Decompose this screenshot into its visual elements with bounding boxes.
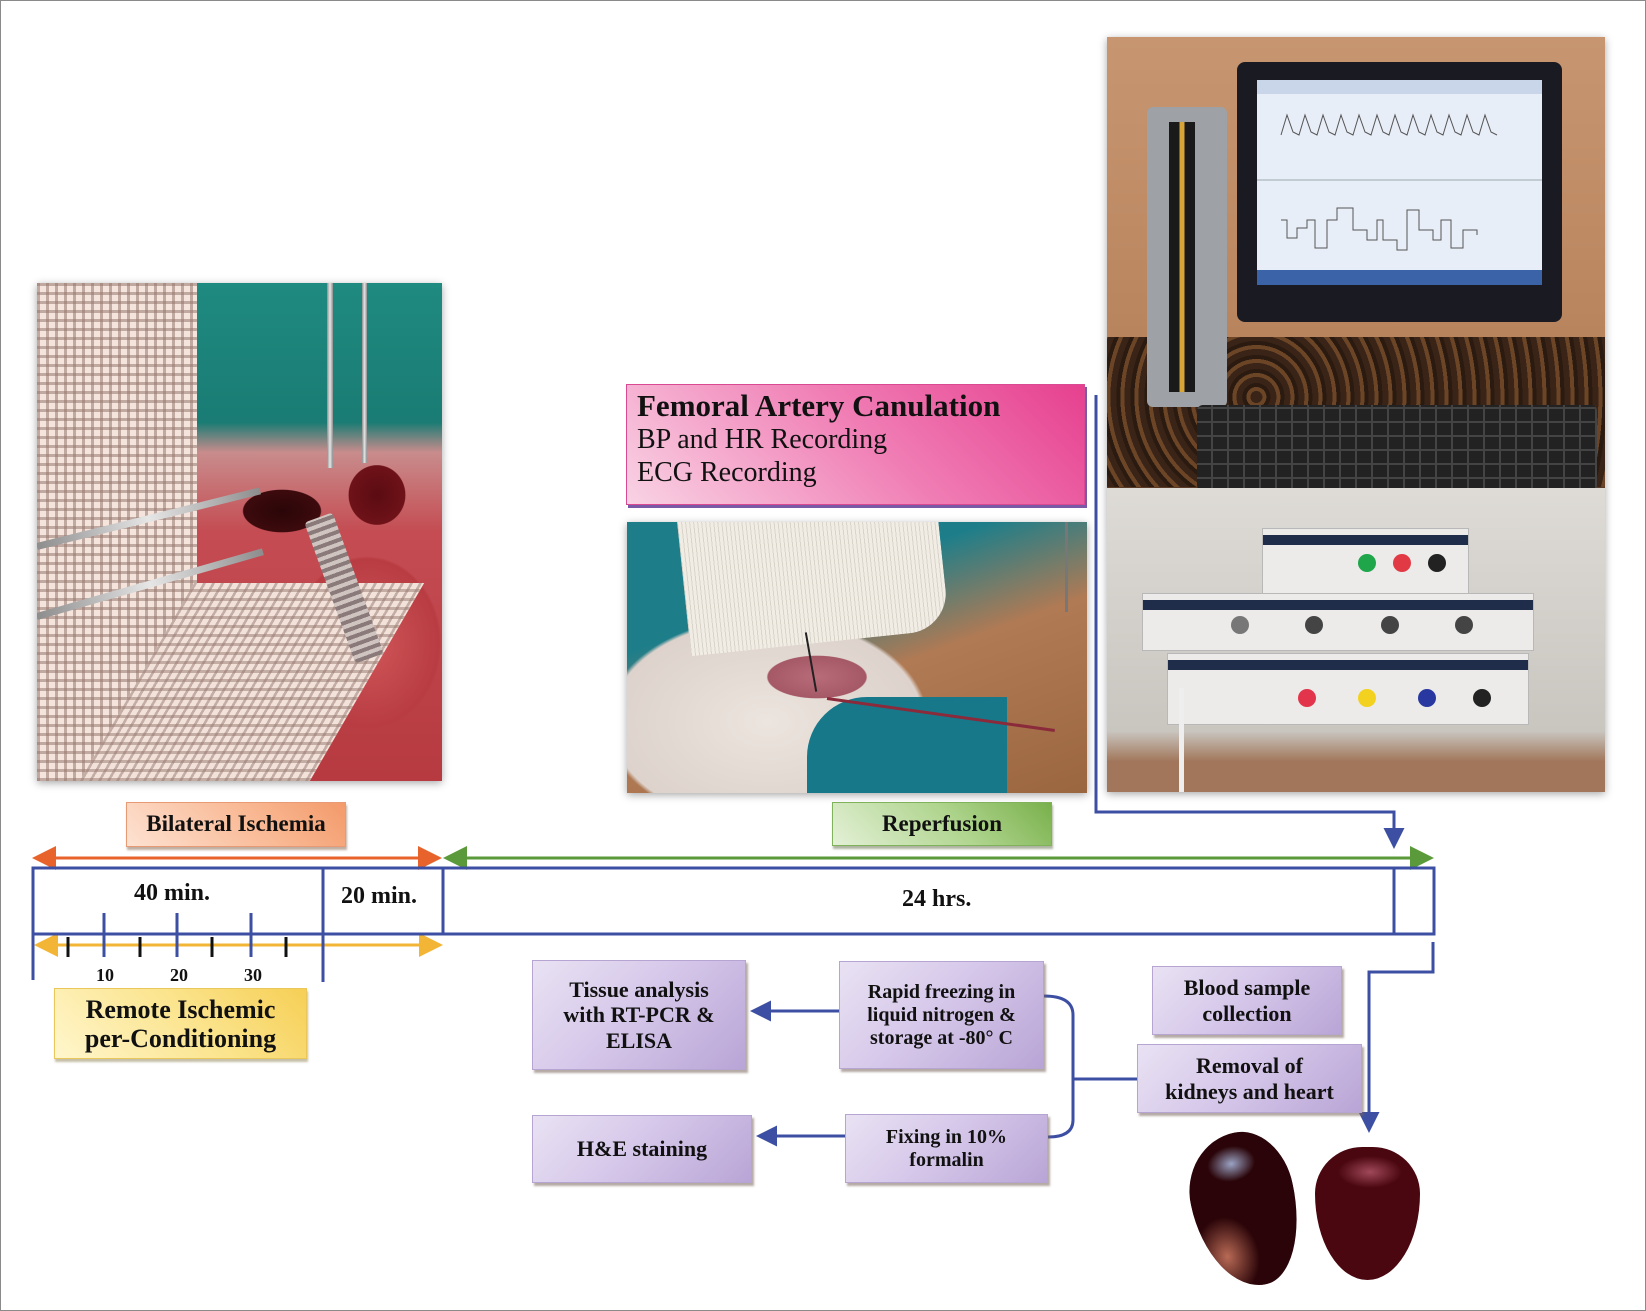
blood-sample-box: Blood sample collection bbox=[1152, 966, 1342, 1035]
yellow-connector bbox=[1358, 689, 1376, 707]
ischemia-surgery-photo bbox=[37, 283, 442, 781]
fixing-line-2: formalin bbox=[909, 1148, 984, 1171]
needle bbox=[1065, 522, 1068, 612]
segment-24-hrs: 24 hrs. bbox=[902, 886, 972, 912]
connector bbox=[1455, 616, 1473, 634]
tick-label-30: 30 bbox=[244, 965, 262, 985]
he-staining-box: H&E staining bbox=[532, 1115, 752, 1183]
femoral-canulation-box: Femoral Artery Canulation BP and HR Reco… bbox=[626, 384, 1085, 505]
keyboard bbox=[1197, 405, 1597, 491]
processing-bracket bbox=[1043, 994, 1075, 1139]
sphygmomanometer bbox=[1147, 107, 1227, 407]
forceps bbox=[327, 283, 333, 468]
reperfusion-label: Reperfusion bbox=[832, 802, 1052, 846]
tissue-line-3: ELISA bbox=[605, 1027, 673, 1053]
blood-line-2: collection bbox=[1202, 1000, 1292, 1026]
quad-bridge-amp bbox=[1142, 593, 1534, 651]
forceps bbox=[362, 283, 367, 463]
bilateral-ischemia-label: Bilateral Ischemia bbox=[126, 802, 346, 847]
reperfusion-text: Reperfusion bbox=[881, 810, 1003, 836]
recording-setup-photo bbox=[1107, 37, 1605, 792]
unit-band bbox=[1168, 660, 1528, 670]
unit-band bbox=[1143, 600, 1533, 610]
blood-line-1: Blood sample bbox=[1183, 975, 1311, 1001]
black-lead bbox=[1428, 554, 1446, 572]
timeline-bar bbox=[31, 866, 1436, 936]
heart-photo bbox=[1315, 1147, 1420, 1280]
remote-ischemic-perconditioning-label: Remote Ischemic per-Conditioning bbox=[54, 988, 307, 1059]
animal-bio-amp bbox=[1262, 528, 1469, 600]
tick-label-10: 10 bbox=[96, 965, 114, 985]
red-lead bbox=[1393, 554, 1411, 572]
monitor-screen bbox=[1257, 80, 1542, 285]
femoral-line-bp-hr: BP and HR Recording bbox=[637, 424, 888, 455]
equipment-shelf bbox=[1107, 488, 1605, 792]
rip-line-1: Remote Ischemic bbox=[85, 994, 276, 1024]
bp-trace bbox=[1280, 113, 1498, 136]
rapid-freezing-box: Rapid freezing in liquid nitrogen & stor… bbox=[839, 961, 1044, 1069]
femoral-line-ecg: ECG Recording bbox=[637, 457, 817, 488]
femoral-to-timeline-connector bbox=[1094, 395, 1405, 849]
monitor bbox=[1237, 62, 1562, 322]
connector bbox=[1305, 616, 1323, 634]
powerlab bbox=[1167, 653, 1529, 725]
cable bbox=[1179, 688, 1184, 792]
femoral-cannulation-photo bbox=[627, 522, 1087, 793]
freezing-line-2: liquid nitrogen & bbox=[867, 1003, 1016, 1026]
red-connector bbox=[1298, 689, 1316, 707]
bp-ecg-traces bbox=[1257, 80, 1542, 285]
removal-line-1: Removal of bbox=[1196, 1053, 1303, 1079]
organ-removal-box: Removal of kidneys and heart bbox=[1137, 1044, 1362, 1113]
tissue-line-2: with RT-PCR & bbox=[563, 1002, 715, 1028]
black-connector bbox=[1473, 689, 1491, 707]
hr-trace bbox=[1281, 207, 1478, 251]
surgical-drape bbox=[807, 697, 1007, 793]
connector bbox=[1381, 616, 1399, 634]
sampling-connector bbox=[1358, 942, 1435, 1133]
fixing-line-1: Fixing in 10% bbox=[885, 1125, 1008, 1148]
blue-connector bbox=[1418, 689, 1436, 707]
tissue-analysis-box: Tissue analysis with RT-PCR & ELISA bbox=[532, 960, 746, 1070]
connector bbox=[1231, 616, 1249, 634]
he-text: H&E staining bbox=[576, 1136, 708, 1162]
segment-20-min: 20 min. bbox=[341, 883, 418, 909]
tick-label-20: 20 bbox=[170, 965, 188, 985]
removal-line-2: kidneys and heart bbox=[1165, 1078, 1334, 1104]
rip-line-2: per-Conditioning bbox=[84, 1023, 277, 1053]
segment-40-min: 40 min. bbox=[134, 880, 211, 906]
freezing-line-1: Rapid freezing in bbox=[867, 980, 1016, 1003]
freezing-line-3: storage at -80° C bbox=[870, 1026, 1013, 1049]
unit-band bbox=[1263, 535, 1468, 545]
green-lead bbox=[1358, 554, 1376, 572]
fixing-formalin-box: Fixing in 10% formalin bbox=[845, 1114, 1048, 1183]
mercury-column bbox=[1169, 122, 1195, 392]
bilateral-ischemia-text: Bilateral Ischemia bbox=[146, 811, 326, 837]
femoral-title: Femoral Artery Canulation bbox=[637, 388, 1001, 423]
tissue-line-1: Tissue analysis bbox=[569, 977, 709, 1003]
